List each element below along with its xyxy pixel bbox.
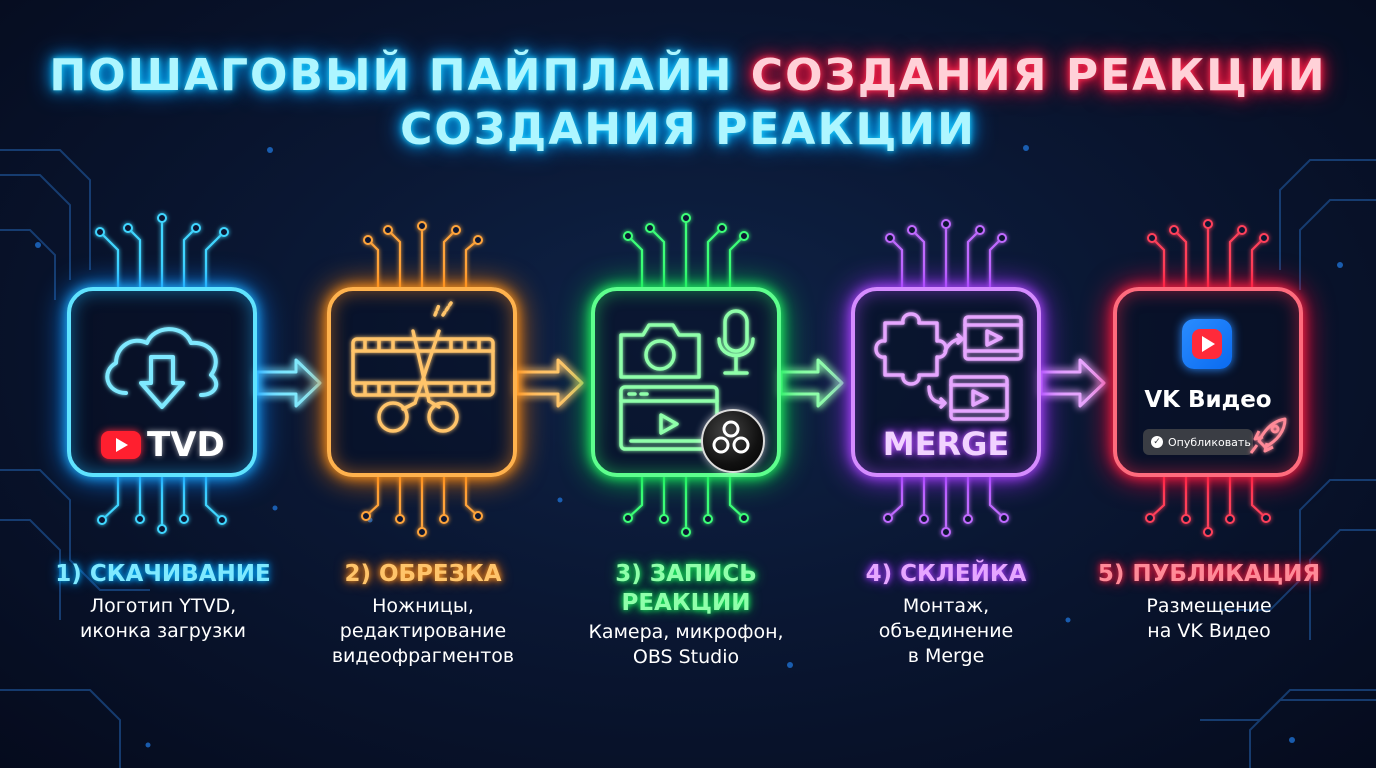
step-card-publish: VK Видео ✓ Опубликовать bbox=[1113, 287, 1303, 477]
card1-leads bbox=[99, 222, 225, 525]
title-part-red: СОЗДАНИЯ РЕАКЦИИ bbox=[750, 50, 1327, 101]
scissors-film-icon bbox=[351, 301, 495, 433]
step-1-description: Логотип YTVD, иконка загрузки bbox=[40, 594, 286, 644]
video-clip-icon bbox=[963, 315, 1023, 361]
step-2-desc-line: видеофрагментов bbox=[331, 645, 515, 667]
step-5-description: Размещение на VK Видео bbox=[1086, 594, 1332, 644]
step-2-title: 2) ОБРЕЗКА bbox=[344, 561, 502, 587]
card2-leads bbox=[365, 229, 479, 528]
step-4-desc-line: объединение bbox=[878, 620, 1014, 642]
step-3-title: 3) ЗАПИСЬ РЕАКЦИИ bbox=[563, 560, 809, 618]
step-3-desc-line: OBS Studio bbox=[632, 646, 740, 668]
step-3-title-line: РЕАКЦИИ bbox=[621, 590, 751, 616]
arrow-4-5 bbox=[1039, 358, 1106, 408]
arrow-3-4 bbox=[779, 358, 844, 408]
publish-button[interactable]: ✓ Опубликовать bbox=[1143, 429, 1253, 455]
youtube-play-icon bbox=[101, 431, 141, 459]
step-2-desc-line: Ножницы, bbox=[372, 595, 474, 617]
step-4-desc-line: в Merge bbox=[907, 645, 985, 667]
publish-button-label: Опубликовать bbox=[1168, 435, 1251, 449]
check-icon: ✓ bbox=[1151, 436, 1163, 448]
page-title: ПОШАГОВЫЙ ПАЙПЛАЙН СОЗДАНИЯ РЕАКЦИИ bbox=[0, 50, 1376, 101]
step-card-merge: MERGE bbox=[851, 287, 1041, 477]
step-1-desc-line: Логотип YTVD, bbox=[89, 595, 237, 617]
camera-icon bbox=[619, 323, 701, 379]
vk-video-icon bbox=[1182, 319, 1232, 369]
obs-studio-icon bbox=[701, 409, 765, 473]
merge-logo-text: MERGE bbox=[882, 425, 1010, 463]
step-5-title: 5) ПУБЛИКАЦИЯ bbox=[1097, 561, 1321, 587]
arrow-1-2 bbox=[255, 358, 322, 408]
step-3-description: Камера, микрофон, OBS Studio bbox=[563, 620, 809, 670]
step-4-description: Монтаж, объединение в Merge bbox=[823, 594, 1069, 669]
card3-leads bbox=[627, 222, 745, 528]
page-subtitle: СОЗДАНИЯ РЕАКЦИИ bbox=[400, 104, 976, 155]
step-5-desc-line: на VK Видео bbox=[1147, 620, 1271, 642]
card5-leads bbox=[1149, 228, 1267, 528]
step-1-title: 1) СКАЧИВАНИЕ bbox=[55, 561, 271, 587]
vk-video-title: VK Видео bbox=[1144, 387, 1272, 413]
video-clip-icon bbox=[949, 375, 1009, 421]
card4-leads bbox=[887, 228, 1005, 528]
step-2-desc-line: редактирование bbox=[339, 620, 507, 642]
step-card-trim bbox=[327, 287, 517, 477]
cloud-download-icon bbox=[105, 327, 219, 409]
step-2-description: Ножницы, редактирование видеофрагментов bbox=[300, 594, 546, 669]
arrow-2-3 bbox=[515, 358, 584, 408]
microphone-icon bbox=[723, 309, 749, 353]
step-4-title: 4) СКЛЕЙКА bbox=[865, 561, 1027, 587]
step-card-download: TVD bbox=[67, 287, 257, 477]
step-4-desc-line: Монтаж, bbox=[902, 595, 990, 617]
ytvd-logo: TVD bbox=[101, 425, 225, 465]
step-card-record bbox=[591, 287, 781, 477]
step-3-title-line: 3) ЗАПИСЬ bbox=[615, 561, 757, 587]
tvd-text: TVD bbox=[147, 425, 225, 465]
step-3-desc-line: Камера, микрофон, bbox=[588, 621, 784, 643]
background-traces bbox=[0, 149, 1376, 768]
title-part-cyan: ПОШАГОВЫЙ ПАЙПЛАЙН bbox=[49, 50, 734, 101]
puzzle-video-icon bbox=[874, 312, 1023, 421]
step-5-desc-line: Размещение bbox=[1146, 595, 1272, 617]
step-1-desc-line: иконка загрузки bbox=[80, 620, 246, 642]
puzzle-icon bbox=[874, 312, 948, 386]
